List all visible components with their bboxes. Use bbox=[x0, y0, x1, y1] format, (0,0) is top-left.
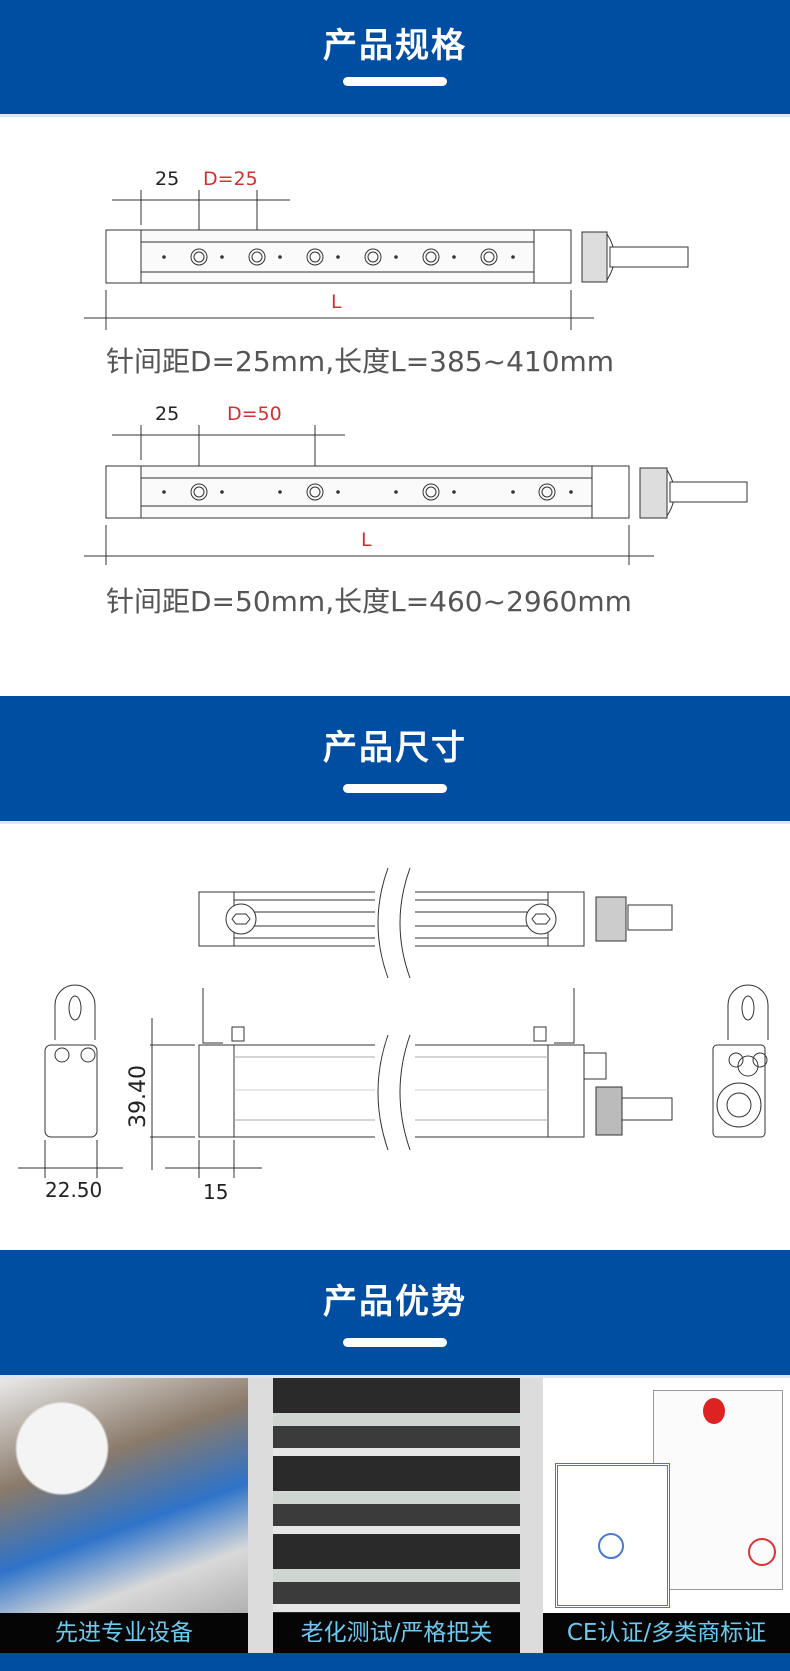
endcap-dimension-label: 15 bbox=[203, 1180, 228, 1200]
advantage-caption: 老化测试/严格把关 bbox=[273, 1613, 520, 1653]
pin-hole bbox=[538, 483, 556, 501]
pin-hole bbox=[193, 251, 205, 263]
dim-pitch-label: D=25 bbox=[203, 168, 258, 190]
dimension-drawing: 39.40 22.50 15 bbox=[18, 867, 769, 1200]
advantage-caption: 先进专业设备 bbox=[0, 1613, 248, 1653]
vent-dot bbox=[452, 490, 456, 494]
vent-dot bbox=[394, 490, 398, 494]
vent-dot bbox=[220, 490, 224, 494]
pin-hole bbox=[306, 483, 324, 501]
section-header-advantages: 产品优势 bbox=[0, 1250, 790, 1378]
dim-length-label: L bbox=[331, 291, 342, 313]
pin-hole bbox=[309, 251, 321, 263]
vent-dot bbox=[511, 490, 515, 494]
pin-hole bbox=[251, 251, 263, 263]
pin-hole bbox=[483, 251, 495, 263]
title-underline bbox=[343, 1338, 447, 1347]
section-header-dimensions: 产品尺寸 bbox=[0, 696, 790, 824]
title-underline bbox=[343, 77, 447, 86]
pin-hole bbox=[425, 486, 437, 498]
pin-hole bbox=[248, 248, 266, 266]
height-dimension-label: 39.40 bbox=[126, 1065, 151, 1128]
vent-dot bbox=[452, 255, 456, 259]
width-dimension-label: 22.50 bbox=[45, 1178, 102, 1200]
vent-dot bbox=[336, 490, 340, 494]
vent-dot bbox=[162, 255, 166, 259]
pin-hole bbox=[422, 248, 440, 266]
certificates-photo bbox=[543, 1378, 790, 1613]
advantage-caption: CE认证/多类商标证 bbox=[543, 1613, 790, 1653]
aging-test-photo bbox=[273, 1378, 520, 1613]
pin-hole bbox=[541, 486, 553, 498]
pin-hole bbox=[367, 251, 379, 263]
pin-hole bbox=[425, 251, 437, 263]
spec-diagram-d50: 25 D=50 L bbox=[84, 403, 748, 565]
footer-band bbox=[0, 1653, 790, 1671]
vent-dot bbox=[569, 490, 573, 494]
pin-hole bbox=[306, 248, 324, 266]
section-header-specs: 产品规格 bbox=[0, 0, 790, 117]
vent-dot bbox=[162, 490, 166, 494]
pin-hole bbox=[193, 486, 205, 498]
pin-hole bbox=[309, 486, 321, 498]
vent-dot bbox=[336, 255, 340, 259]
dim-offset-label: 25 bbox=[155, 168, 179, 190]
section-title: 产品规格 bbox=[323, 26, 467, 66]
vent-dot bbox=[278, 490, 282, 494]
spec-caption-d25: 针间距D=25mm,长度L=385~410mm bbox=[106, 345, 615, 378]
pin-hole bbox=[422, 483, 440, 501]
title-underline bbox=[343, 784, 447, 793]
pin-hole bbox=[190, 483, 208, 501]
advantages-gallery: 先进专业设备 老化测试/严格把关 CE认证/多类商标证 bbox=[0, 1378, 790, 1653]
vent-dot bbox=[394, 255, 398, 259]
spec-diagram-d25: 25 D=25 L bbox=[84, 168, 689, 330]
section-title: 产品尺寸 bbox=[323, 728, 467, 768]
vent-dot bbox=[278, 255, 282, 259]
spec-caption-d50: 针间距D=50mm,长度L=460~2960mm bbox=[106, 585, 632, 618]
advantage-card-certificates: CE认证/多类商标证 bbox=[543, 1378, 790, 1653]
advantage-card-equipment: 先进专业设备 bbox=[0, 1378, 248, 1653]
vent-dot bbox=[511, 255, 515, 259]
dim-offset-label: 25 bbox=[155, 403, 179, 425]
section-title: 产品优势 bbox=[323, 1282, 467, 1322]
dim-pitch-label: D=50 bbox=[227, 403, 282, 425]
pin-hole bbox=[190, 248, 208, 266]
advantage-card-aging-test: 老化测试/严格把关 bbox=[273, 1378, 520, 1653]
factory-equipment-photo bbox=[0, 1378, 248, 1613]
dim-length-label: L bbox=[361, 529, 372, 551]
vent-dot bbox=[220, 255, 224, 259]
pin-hole bbox=[480, 248, 498, 266]
pin-hole bbox=[364, 248, 382, 266]
